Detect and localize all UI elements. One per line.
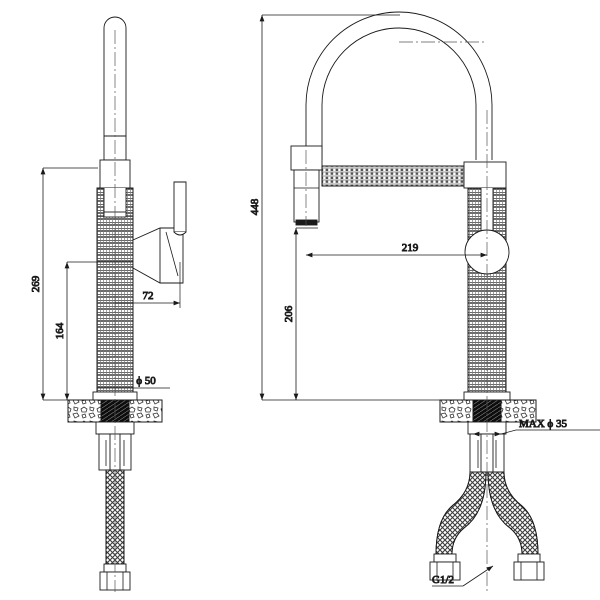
body-collar-right: [463, 161, 507, 189]
callout-label-g12: G1/2: [432, 574, 454, 586]
dimension-label-phi50: ϕ 50: [136, 375, 156, 387]
centerlines-right: [305, 41, 488, 592]
spring-hose-bar: [321, 165, 465, 187]
dimension-label-max-phi35: MAX ϕ 35: [519, 418, 567, 430]
countertop-section-right: [439, 399, 537, 423]
dimension-label-269: 269: [30, 275, 42, 292]
dimension-label-72: 72: [143, 290, 154, 302]
gooseneck-spout: [305, 11, 493, 160]
dimension-164: 164: [54, 261, 133, 400]
left-side-view: 269 164 72 ϕ 50: [30, 16, 187, 592]
dimension-label-164: 164: [54, 322, 66, 339]
dimension-max-phi35: MAX ϕ 35: [473, 418, 600, 437]
dimension-448: 448: [249, 14, 466, 401]
spray-head: [290, 145, 323, 226]
dimension-206: 206: [283, 227, 318, 400]
dimension-label-206: 206: [283, 305, 295, 322]
dimension-269: 269: [30, 167, 98, 401]
lever-handle-left: [132, 181, 187, 284]
right-front-view: 448 206 219 MAX ϕ 35 G1/2: [249, 11, 600, 592]
dimension-219: 219: [306, 242, 487, 258]
callout-g12: G1/2: [432, 565, 494, 586]
dimension-label-448: 448: [249, 198, 261, 215]
supply-hose-pair-right: [429, 471, 545, 581]
dimension-phi50: ϕ 50: [97, 375, 170, 389]
dimension-label-219: 219: [402, 242, 419, 254]
dimension-72: 72: [115, 262, 181, 308]
